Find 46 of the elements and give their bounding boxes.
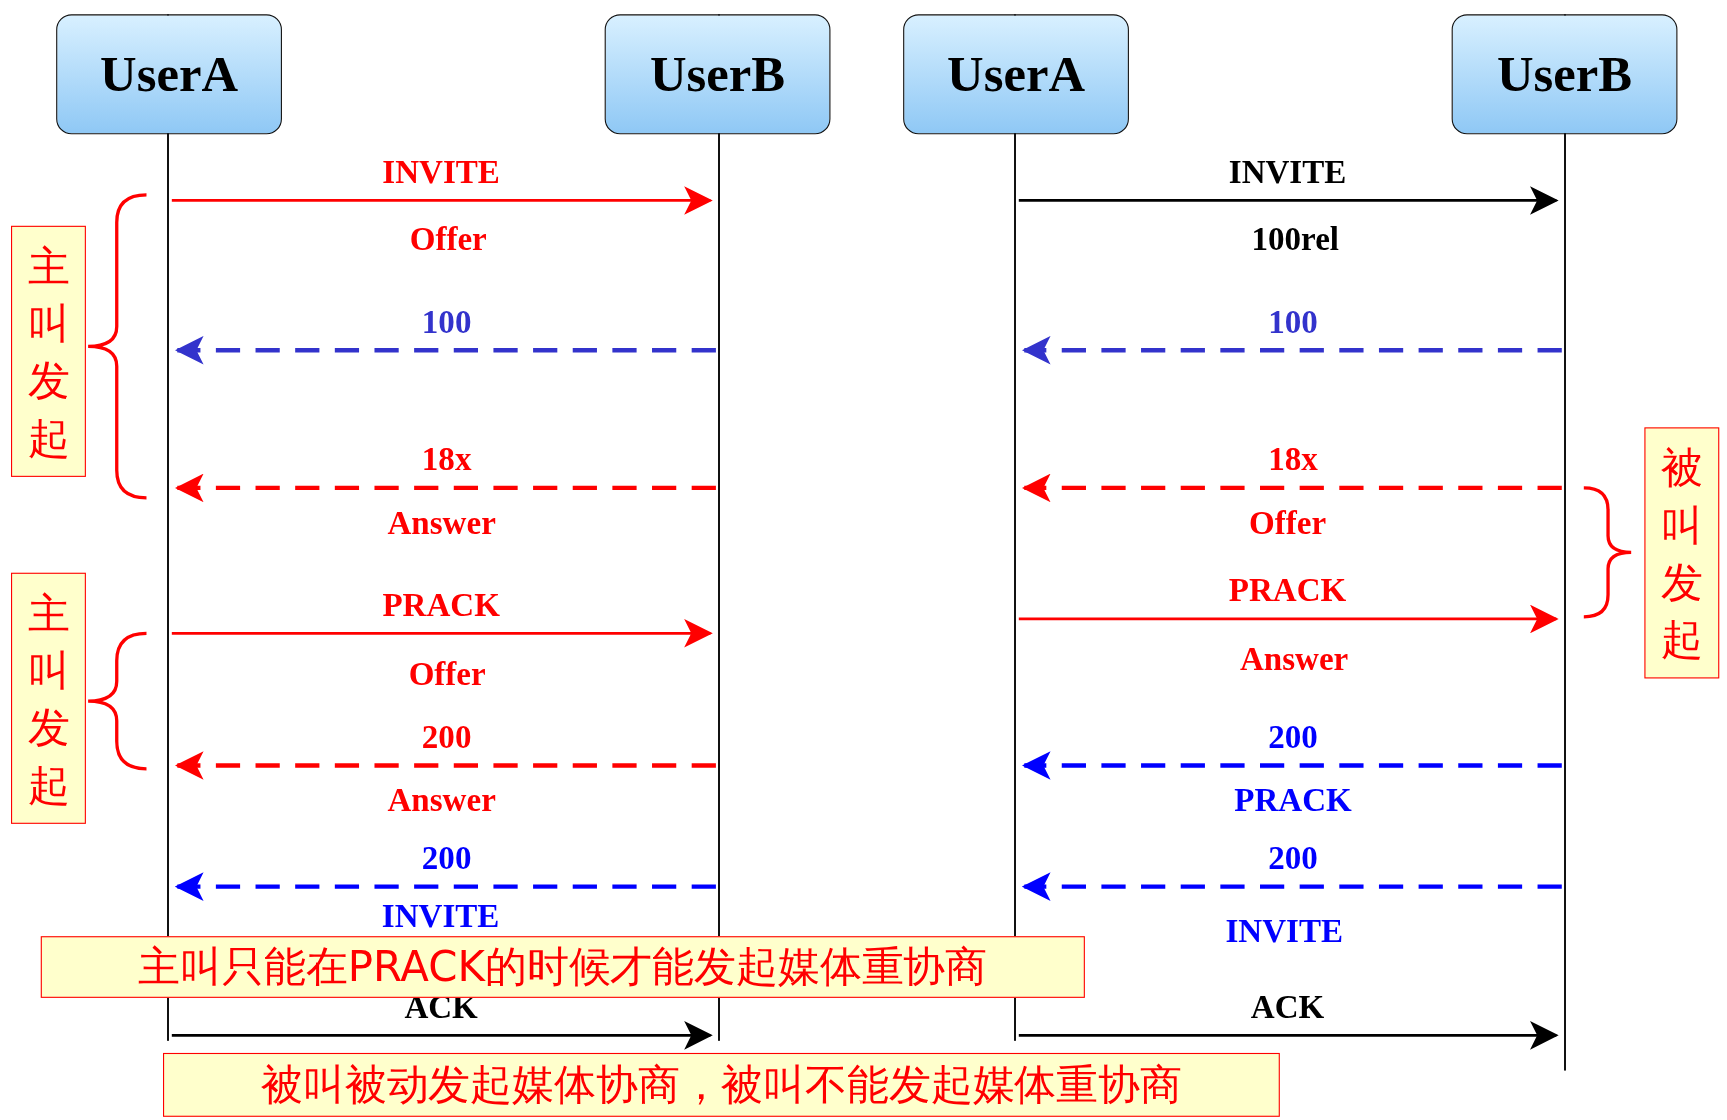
edge-label: 200 — [421, 839, 472, 877]
message-note: Answer — [1240, 639, 1349, 678]
edge-label: ACK — [1250, 987, 1325, 1026]
edge-label: PRACK — [1228, 571, 1347, 610]
message-arrow — [174, 751, 716, 780]
message-note: Answer — [387, 780, 496, 819]
participant-box: UserB — [1451, 14, 1678, 135]
message-note: PRACK — [1234, 780, 1352, 819]
message-arrow — [1018, 604, 1559, 634]
edge-label: 200 — [1268, 839, 1318, 877]
participant-box: UserA — [56, 14, 282, 135]
edge-label: PRACK — [382, 585, 500, 624]
message-arrow — [174, 335, 716, 365]
message-arrow — [1018, 1021, 1559, 1050]
participant-box: UserA — [903, 14, 1129, 135]
edge-label: 18x — [1268, 440, 1318, 478]
message-arrow — [1021, 751, 1562, 780]
message-arrow — [171, 1021, 713, 1050]
message-arrow — [1021, 872, 1562, 901]
message-arrow — [171, 619, 713, 648]
edge-label: INVITE — [1228, 153, 1347, 191]
message-arrow — [174, 872, 716, 901]
edge-label: INVITE — [382, 153, 500, 191]
note-box: 被叫被动发起媒体协商，被叫不能发起媒体重协商 — [163, 1052, 1280, 1117]
edge-label: 18x — [421, 440, 472, 478]
participant-box: UserB — [604, 14, 831, 135]
message-arrow — [1021, 335, 1562, 365]
edge-label: 100 — [1268, 302, 1318, 341]
note-box: 主叫只能在PRACK的时候才能发起媒体重协商 — [40, 936, 1085, 998]
message-note: 100rel — [1251, 220, 1339, 258]
message-arrow — [171, 186, 713, 215]
message-arrow — [1018, 186, 1559, 215]
note-box: 主叫发起 — [11, 225, 86, 477]
message-arrow — [174, 473, 716, 503]
message-note: Offer — [409, 220, 487, 258]
message-note: INVITE — [1225, 911, 1343, 950]
message-note: INVITE — [381, 897, 500, 936]
message-note: Offer — [408, 655, 486, 693]
edge-label: 200 — [421, 718, 472, 756]
note-box: 主叫发起 — [11, 572, 86, 824]
message-note: Answer — [387, 504, 496, 542]
message-arrow — [1021, 473, 1562, 503]
note-box: 被叫发起 — [1644, 427, 1720, 679]
edge-label: 200 — [1268, 718, 1318, 756]
edge-label: 100 — [421, 302, 472, 341]
message-note: Offer — [1249, 504, 1327, 542]
